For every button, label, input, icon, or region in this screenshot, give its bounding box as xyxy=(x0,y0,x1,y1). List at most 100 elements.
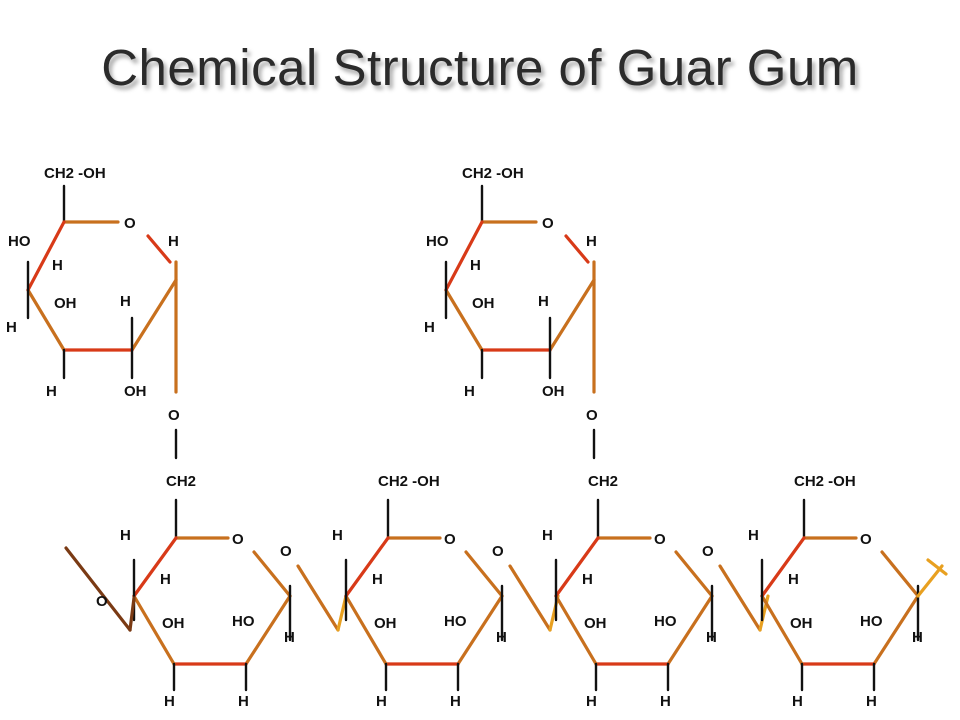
ring-bond-c1-c2 xyxy=(456,594,504,666)
h-label: H xyxy=(372,571,383,588)
ring-bond-o-c1 xyxy=(564,234,590,264)
link-oxygen-label: O xyxy=(280,543,292,560)
ring-bond-c4-c5 xyxy=(26,220,66,292)
h-label: H xyxy=(52,257,63,274)
oh-label: OH xyxy=(790,615,813,632)
chain-start-oxygen-label: O xyxy=(96,593,108,610)
h-label: H xyxy=(542,527,553,544)
h-label: H xyxy=(164,693,175,710)
h-label: H xyxy=(6,319,17,336)
ho-label: HO xyxy=(232,613,255,630)
ch2oh-label: CH2 -OH xyxy=(44,165,106,182)
h-label: H xyxy=(866,693,877,710)
ring-bond-c3-c4 xyxy=(444,288,484,352)
ring-bond-c4-c5 xyxy=(554,536,600,598)
h-label: H xyxy=(586,693,597,710)
backbone-link-bond xyxy=(508,564,552,632)
ring-oxygen-label: O xyxy=(654,531,666,548)
ring-oxygen-label: O xyxy=(232,531,244,548)
backbone-link-bond xyxy=(718,564,762,632)
ch2-label: CH2 -OH xyxy=(378,473,440,490)
h-label: H xyxy=(706,629,717,646)
link-oxygen-label: O xyxy=(702,543,714,560)
h-label: H xyxy=(464,383,475,400)
ring-bond-c1-c2 xyxy=(130,278,178,352)
ring-oxygen-label: O xyxy=(860,531,872,548)
h-label: H xyxy=(376,693,387,710)
ring-bond-c1-c2 xyxy=(548,278,596,352)
ring-bond-c1-c2 xyxy=(666,594,714,666)
h-label: H xyxy=(46,383,57,400)
ring-bond-c3-c4 xyxy=(132,594,176,666)
ring-oxygen-label: O xyxy=(542,215,554,232)
ch2-label: CH2 xyxy=(588,473,618,490)
h-label: H xyxy=(450,693,461,710)
ring-bond-o-c1 xyxy=(146,234,172,264)
ring-bond-c3-c4 xyxy=(760,594,804,666)
ring-bond-c3-c4 xyxy=(554,594,598,666)
h-label: H xyxy=(160,571,171,588)
h-label: H xyxy=(586,233,597,250)
link-oxygen-label: O xyxy=(586,407,598,424)
chain-start-bond xyxy=(64,546,132,632)
ch2-label: CH2 xyxy=(166,473,196,490)
ho-label: HO xyxy=(444,613,467,630)
ring-bond-c1-c2 xyxy=(244,594,292,666)
h-label: H xyxy=(748,527,759,544)
oh-label: OH xyxy=(542,383,565,400)
ring-oxygen-label: O xyxy=(444,531,456,548)
h-label: H xyxy=(792,693,803,710)
h-label: H xyxy=(332,527,343,544)
h-label: H xyxy=(538,293,549,310)
oh-label: OH xyxy=(162,615,185,632)
ring-bond-o-c1 xyxy=(252,550,292,598)
h-label: H xyxy=(238,693,249,710)
h-label: H xyxy=(284,629,295,646)
page-title: Chemical Structure of Guar Gum xyxy=(101,39,859,96)
ring-bond-c4-c5 xyxy=(344,536,390,598)
h-label: H xyxy=(120,527,131,544)
ring-bond-c1-c2 xyxy=(872,594,920,666)
h-label: H xyxy=(496,629,507,646)
oh-label: OH xyxy=(54,295,77,312)
ho-label: HO xyxy=(8,233,31,250)
ho-label: HO xyxy=(426,233,449,250)
backbone-link-bond xyxy=(336,594,348,632)
ring-bond-c3-c4 xyxy=(344,594,388,666)
link-oxygen-label: O xyxy=(168,407,180,424)
ch2-label: CH2 -OH xyxy=(794,473,856,490)
ring-bond-o-c1 xyxy=(464,550,504,598)
ring-bond-c3-c4 xyxy=(26,288,66,352)
ring-bond-c4-c5 xyxy=(444,220,484,292)
ring-oxygen-label: O xyxy=(124,215,136,232)
h-label: H xyxy=(912,629,923,646)
ring-bond-o-c1 xyxy=(674,550,714,598)
h-label: H xyxy=(660,693,671,710)
ho-label: HO xyxy=(654,613,677,630)
chain-end-bond xyxy=(926,558,948,576)
oh-label: OH xyxy=(584,615,607,632)
chain-start-bond xyxy=(128,596,136,632)
h-label: H xyxy=(470,257,481,274)
oh-label: OH xyxy=(472,295,495,312)
h-label: H xyxy=(168,233,179,250)
ring-bond-c4-c5 xyxy=(760,536,806,598)
ring-bond-c4-c5 xyxy=(132,536,178,598)
chain-end-bond xyxy=(916,564,944,598)
oh-label: OH xyxy=(124,383,147,400)
backbone-link-bond xyxy=(296,564,340,632)
h-label: H xyxy=(582,571,593,588)
ring-bond-o-c1 xyxy=(880,550,920,598)
h-label: H xyxy=(424,319,435,336)
oh-label: OH xyxy=(374,615,397,632)
h-label: H xyxy=(788,571,799,588)
link-oxygen-label: O xyxy=(492,543,504,560)
ch2oh-label: CH2 -OH xyxy=(462,165,524,182)
